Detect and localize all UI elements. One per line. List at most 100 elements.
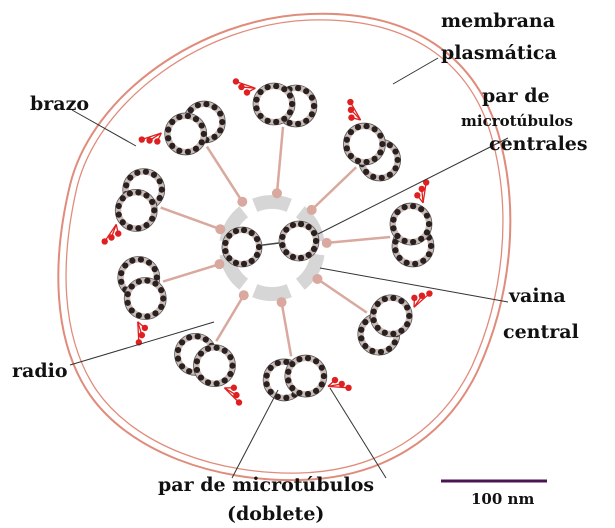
tubulin-dot	[229, 362, 236, 369]
tubulin-dot	[135, 312, 142, 319]
tubulin-dot	[158, 186, 165, 193]
tubulin-dot	[386, 142, 393, 149]
tubulin-dot	[122, 262, 129, 269]
tubulin-dot	[135, 189, 142, 196]
radial-spokes	[160, 126, 391, 357]
label-central-pair-line1: par de	[482, 85, 550, 107]
tubulin-dot	[401, 237, 408, 244]
tubulin-dot	[378, 174, 385, 181]
a-tubule-lumen	[259, 89, 290, 120]
tubulin-dot	[227, 354, 234, 361]
tubulin-dot	[286, 92, 294, 99]
tubulin-dot	[200, 130, 207, 138]
radial-spoke	[326, 235, 391, 245]
tubulin-dot	[379, 140, 386, 148]
tubulin-dot	[152, 310, 159, 317]
tubulin-dot	[204, 379, 212, 386]
tubulin-dot	[425, 251, 433, 258]
radial-spoke	[160, 206, 221, 231]
tubulin-dot	[149, 215, 156, 222]
tubulin-dot	[248, 257, 255, 265]
label-central-sheath-line2: central	[503, 321, 579, 343]
dynein-arm-head	[345, 384, 352, 392]
tubulin-dot	[129, 257, 136, 264]
a-tubule-lumen	[290, 361, 321, 392]
tubulin-dot	[143, 192, 150, 199]
tubulin-dot	[403, 259, 410, 266]
tubulin-dot	[396, 254, 403, 261]
dynein-arm-head	[154, 138, 161, 145]
tubulin-dot	[363, 158, 370, 166]
tubulin-dot	[156, 194, 163, 202]
tubulin-dot	[381, 329, 388, 336]
tubulin-dot	[312, 237, 320, 245]
tubulin-dot	[126, 190, 133, 197]
dynein-arm-head	[418, 185, 425, 193]
tubulin-dot	[283, 394, 290, 401]
leader-lines	[69, 57, 509, 479]
tubulin-dot	[369, 347, 376, 355]
tubulin-dot	[354, 157, 362, 164]
radial-spoke	[310, 166, 357, 211]
leader-membrane	[392, 57, 439, 85]
tubulin-dot	[377, 149, 384, 156]
tubulin-dot	[390, 330, 397, 337]
tubulin-dot	[289, 222, 297, 229]
tubulin-dot	[232, 259, 240, 266]
tubulin-dot	[370, 308, 377, 315]
dynein-arm-stalk	[104, 223, 117, 242]
tubulin-dot	[274, 393, 281, 400]
dynein-arm-head	[230, 384, 238, 391]
dynein-arms	[101, 78, 433, 406]
tubulin-dot	[410, 238, 417, 246]
tubulin-dot	[303, 117, 310, 124]
dynein-arm-stalk	[349, 101, 362, 121]
dynein-arm-head	[347, 106, 355, 114]
tubulin-dot	[390, 225, 397, 232]
dynein-arm-head	[243, 89, 251, 96]
tubulin-dot	[165, 135, 172, 142]
tubulin-dot	[418, 206, 425, 213]
tubulin-dot	[347, 129, 355, 136]
tubulin-dot	[420, 257, 427, 264]
tubulin-dot	[427, 242, 435, 250]
dynein-arm-head	[141, 324, 149, 332]
tubulin-dot	[370, 317, 377, 324]
tubulin-dot	[425, 220, 433, 228]
leader-central-sheath	[319, 267, 509, 303]
label-membrane-line1: membrana	[441, 10, 555, 32]
tubulin-dot	[127, 174, 134, 181]
spoke-head	[306, 204, 317, 215]
tubulin-dot	[381, 295, 388, 303]
leader-doublet-b	[329, 387, 387, 479]
a-tubule-lumen	[376, 300, 407, 331]
tubulin-dot	[211, 104, 218, 111]
tubulin-dot	[401, 204, 408, 211]
tubulin-dot	[226, 232, 233, 239]
tubulin-dot	[211, 133, 218, 140]
central-singlet-right	[278, 220, 320, 262]
tubulin-dot	[288, 100, 296, 108]
tubulin-dot	[253, 96, 260, 103]
tubulin-dot	[281, 86, 288, 93]
tubulin-dot	[151, 207, 158, 214]
tubulin-dot	[374, 324, 381, 331]
tubulin-dot	[286, 109, 294, 116]
tubulin-dot	[377, 132, 384, 139]
tubulin-dot	[390, 294, 397, 302]
dynein-arm-stalk	[223, 387, 240, 403]
tubulin-dot	[169, 142, 176, 149]
dynein-arm-head	[138, 331, 146, 339]
tubulin-dot	[198, 139, 205, 146]
tubulin-dot	[222, 247, 229, 255]
tubulin-dot	[178, 339, 186, 346]
tubulin-dot	[118, 270, 125, 277]
tubulin-dot	[267, 388, 274, 395]
dynein-arm-head	[115, 230, 122, 237]
tubulin-dot	[128, 307, 135, 314]
dynein-arm-head	[348, 114, 355, 121]
tubulin-dot	[394, 156, 401, 164]
radial-spoke	[280, 301, 293, 357]
tubulin-dot	[202, 336, 209, 343]
